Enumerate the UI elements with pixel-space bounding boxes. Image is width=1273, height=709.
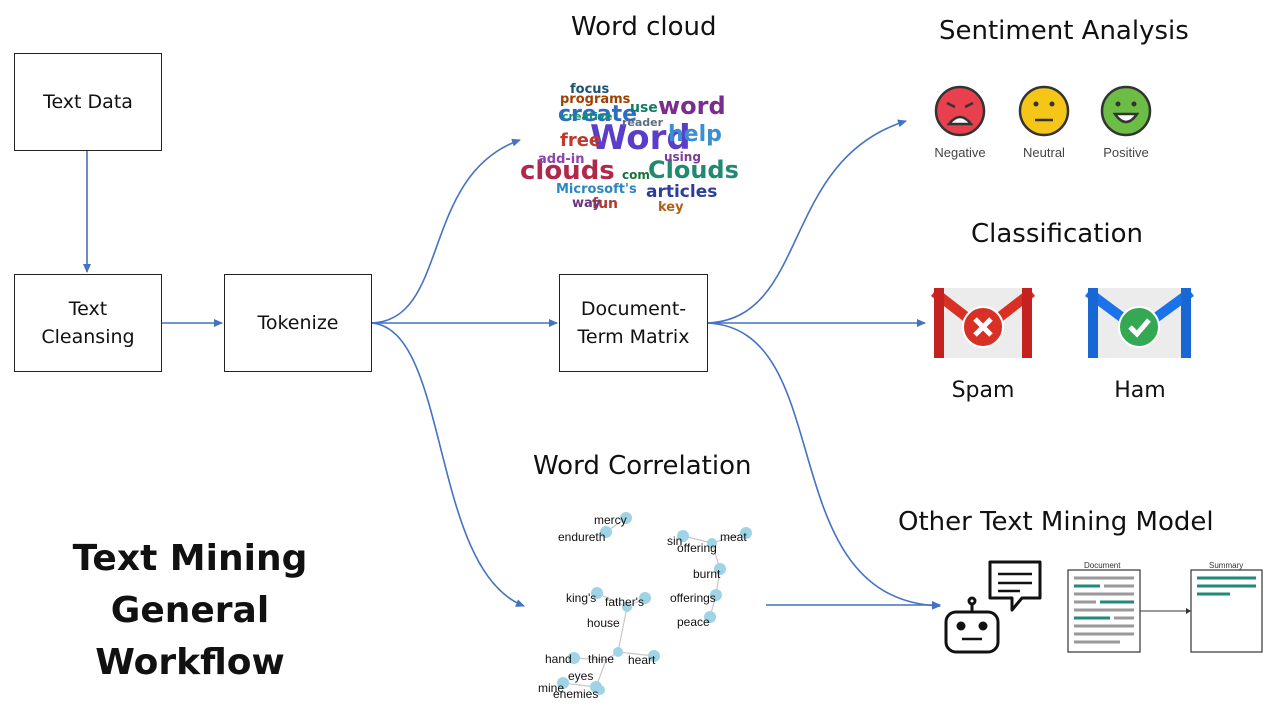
word-cloud-word: using bbox=[664, 150, 701, 164]
positive-face-icon bbox=[1100, 85, 1152, 137]
word-cloud-word: use bbox=[630, 100, 658, 116]
corr-word: house bbox=[587, 616, 620, 630]
word-cloud-word: Microsoft's bbox=[556, 182, 637, 197]
corr-word: sin bbox=[667, 534, 682, 548]
arrow-tokenize-to-wordcloud bbox=[371, 138, 521, 324]
dtm-label: Document- Term Matrix bbox=[577, 297, 690, 349]
word-cloud-heading: Word cloud bbox=[571, 12, 717, 42]
chatbot-icon bbox=[944, 560, 1042, 654]
word-cloud-word: creative bbox=[562, 110, 613, 123]
corr-word: mine bbox=[538, 681, 564, 695]
word-cloud-word: fun bbox=[592, 196, 619, 212]
document-caption: Document bbox=[1084, 561, 1121, 570]
word-cloud-word: help bbox=[668, 122, 722, 147]
corr-word: heart bbox=[628, 653, 656, 667]
sentiment-heading: Sentiment Analysis bbox=[939, 16, 1189, 46]
word-cloud-word: free bbox=[560, 130, 602, 151]
corr-word: burnt bbox=[693, 567, 721, 581]
word-correlation-heading: Word Correlation bbox=[533, 451, 752, 481]
text-data-label: Text Data bbox=[43, 90, 133, 113]
neutral-face-icon bbox=[1018, 85, 1070, 137]
word-cloud-word: add-in bbox=[538, 152, 585, 167]
other-model-heading: Other Text Mining Model bbox=[898, 507, 1214, 537]
corr-word: endureth bbox=[558, 530, 605, 544]
word-cloud-word: articles bbox=[646, 182, 718, 202]
neutral-label: Neutral bbox=[1023, 145, 1065, 160]
word-cloud-word: focus bbox=[570, 82, 610, 97]
arrow-dtm-to-sentiment bbox=[707, 119, 907, 324]
negative-label: Negative bbox=[934, 145, 986, 160]
word-cloud-word: com bbox=[622, 168, 650, 182]
corr-word: eyes bbox=[568, 669, 593, 683]
corr-word: hand bbox=[545, 652, 572, 666]
text-cleansing-box: Text Cleansing bbox=[14, 274, 162, 372]
word-cloud-word: way bbox=[572, 196, 601, 211]
word-cloud-word: word bbox=[658, 92, 726, 120]
corr-word: enemies bbox=[553, 687, 598, 701]
word-cloud-word: Clouds bbox=[648, 156, 739, 184]
ham-label: Ham bbox=[1114, 378, 1166, 403]
word-cloud-word: key bbox=[658, 200, 684, 215]
text-cleansing-label: Text Cleansing bbox=[41, 297, 135, 349]
corr-word: offerings bbox=[670, 591, 716, 605]
arrow-tokenize-to-correlation bbox=[371, 322, 525, 607]
word-cloud-image: Word clouds create Clouds help word free… bbox=[518, 56, 740, 222]
page-title: Text Mining General Workflow bbox=[72, 538, 308, 684]
text-data-box: Text Data bbox=[14, 53, 162, 151]
corr-word: meat bbox=[720, 530, 747, 544]
summary-caption: Summary bbox=[1209, 561, 1243, 570]
corr-word: mercy bbox=[594, 513, 627, 527]
corr-word: king's bbox=[566, 591, 596, 605]
corr-word: thine bbox=[588, 652, 614, 666]
summarize-document-icon: Document Summary bbox=[1067, 561, 1263, 653]
dtm-box: Document- Term Matrix bbox=[559, 274, 708, 372]
tokenize-label: Tokenize bbox=[257, 311, 339, 334]
word-cloud-word: clouds bbox=[520, 156, 615, 186]
corr-word: father's bbox=[605, 595, 644, 609]
corr-word: peace bbox=[677, 615, 710, 629]
word-cloud-word: programs bbox=[560, 92, 631, 107]
spam-mail-icon bbox=[930, 288, 1036, 358]
corr-word: offering bbox=[677, 541, 717, 555]
ham-mail-icon bbox=[1085, 287, 1194, 358]
word-cloud-word: Word bbox=[590, 118, 691, 158]
arrow-dtm-to-other bbox=[707, 322, 941, 610]
classification-heading: Classification bbox=[971, 219, 1144, 249]
negative-face-icon bbox=[934, 85, 986, 137]
word-cloud-word: create bbox=[558, 102, 638, 127]
tokenize-box: Tokenize bbox=[224, 274, 372, 372]
positive-label: Positive bbox=[1103, 145, 1149, 160]
word-cloud-word: reader bbox=[622, 116, 664, 129]
spam-label: Spam bbox=[951, 378, 1015, 403]
